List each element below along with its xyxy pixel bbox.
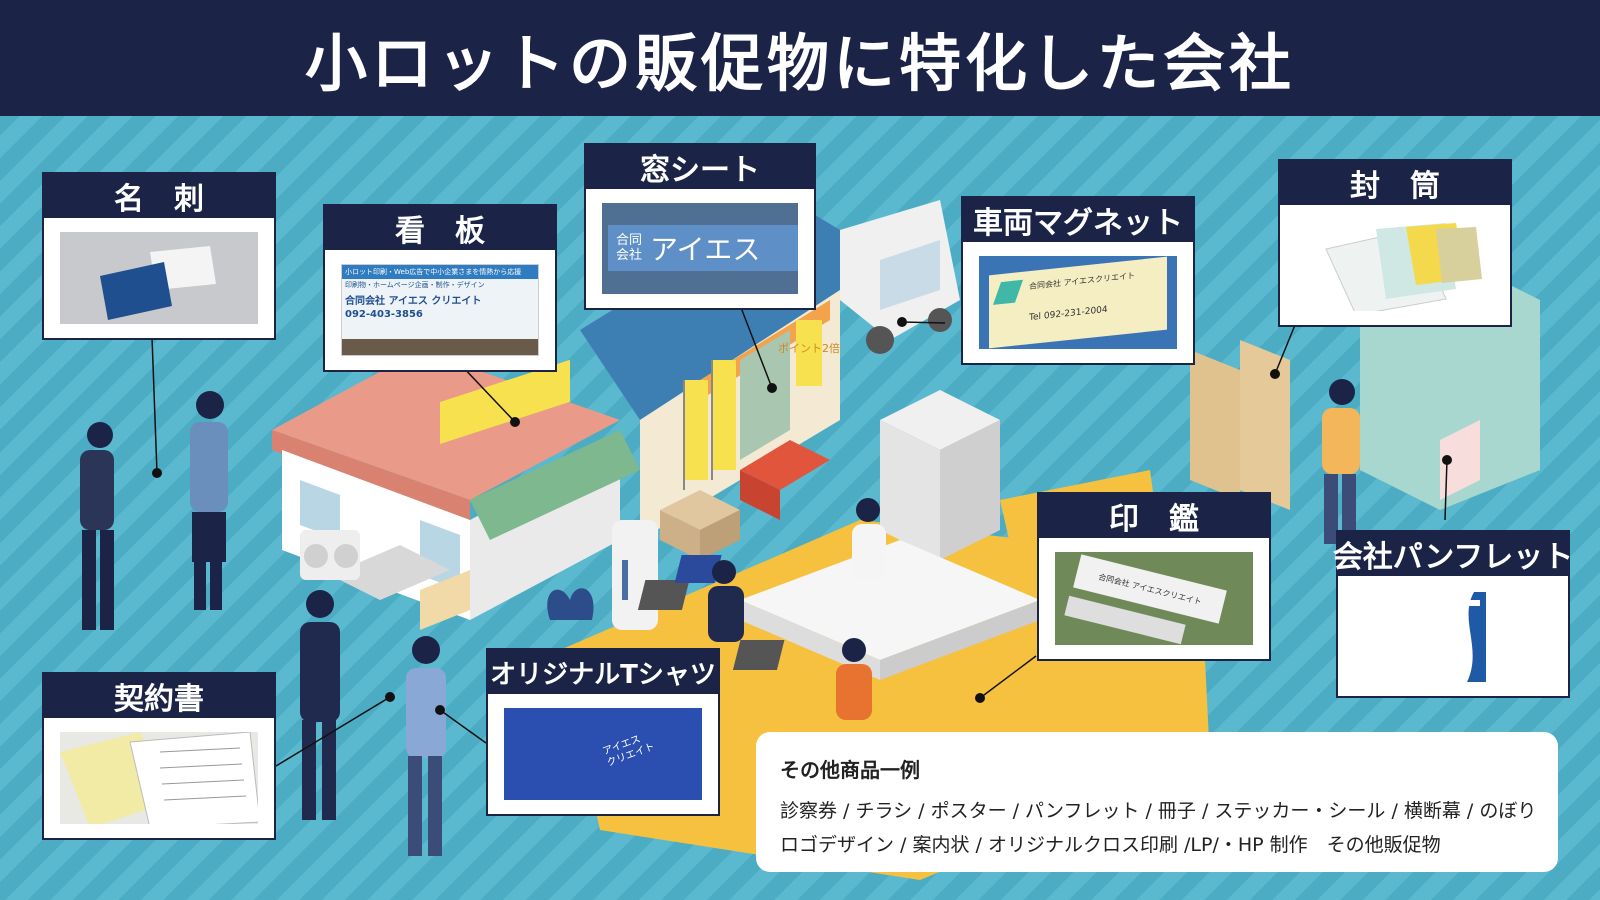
title-bar: 小ロットの販促物に特化した会社 [0,0,1600,116]
card-label: オリジナルTシャツ [488,650,718,694]
pamphlet-photo [1354,590,1552,682]
magnet-tel: Tel 092-231-2004 [1029,304,1108,324]
card-label: 名 刺 [44,174,274,218]
card-stamp: 印 鑑 合同会社 アイエスクリエイト [1037,492,1271,661]
van [840,200,960,354]
card-contract: 契約書 [42,672,276,840]
card-envelope: 封 筒 [1278,159,1512,327]
waiting-chairs [740,440,830,520]
card-label: 車両マグネット [963,198,1193,242]
connector-dots [152,317,1452,715]
card-window-sheet: 窓シート 合同 会社 アイエス [584,143,816,310]
card-label: 窓シート [586,145,814,189]
card-tshirt: オリジナルTシャツ アイエス クリエイト [486,648,720,816]
card-label: 封 筒 [1280,161,1510,205]
office-illustration: ポイント2倍 [80,200,1540,880]
card-label: 印 鑑 [1039,494,1269,538]
card-vehicle-magnet: 車両マグネット 合同会社 アイエスクリエイト Tel 092-231-2004 [961,196,1195,365]
tshirt-print-text: アイエス クリエイト [601,733,657,769]
other-products-box: その他商品一例 診察券 / チラシ / ポスター / パンフレット / 冊子 /… [756,732,1558,872]
card-label: 看 板 [325,206,555,250]
window-sheet-photo: 合同 会社 アイエス [602,203,798,294]
people-pamphlet [1322,379,1360,544]
page-title: 小ロットの販促物に特化した会社 [304,27,1295,100]
card-label: 会社パンフレット [1333,532,1573,576]
window-sheet-large-text: アイエス [650,233,761,266]
office-desks [637,540,1040,680]
people-handshake-left [80,391,228,630]
connector-lines [151,304,1448,767]
card-signboard: 看 板 小ロット印刷・Web広告で中小企業さまを情熱から応援 印刷物・ホームペー… [323,204,557,372]
people-contract [300,590,446,856]
card-label: 契約書 [44,674,274,718]
cabinet [880,390,1000,560]
plant [547,588,594,620]
nobori-flags [683,360,736,490]
shop-building [272,350,640,630]
signboard-photo: 小ロット印刷・Web広告で中小企業さまを情熱から応援 印刷物・ホームページ企画・… [341,264,539,356]
sign-line2: 印刷物・ホームページ企画・制作・デザイン [345,281,485,289]
magnet-company: 合同会社 アイエスクリエイト [1029,271,1136,292]
logo-mark [992,279,1024,305]
sign-company: 合同会社 アイエス クリエイト [345,296,482,307]
shop-front [342,339,538,355]
other-products-line2: ロゴデザイン / 案内状 / オリジナルクロス印刷 /LP/・HP 制作 その他… [780,834,1441,856]
boxes [660,490,740,560]
other-products-line1: 診察券 / チラシ / ポスター / パンフレット / 冊子 / ステッカー・シ… [780,800,1537,822]
envelope-photo [1296,219,1494,311]
banner-text: ポイント2倍 [778,341,840,355]
people-office [708,498,886,720]
card-business-card: 名 刺 [42,172,276,340]
stamp-photo: 合同会社 アイエスクリエイト [1055,552,1253,645]
other-products-title: その他商品一例 [780,758,920,782]
sign-line1: 小ロット印刷・Web広告で中小企業さまを情熱から応援 [342,265,538,279]
contract-photo [60,732,258,824]
window-sheet-small-text: 合同 会社 [616,233,643,263]
vehicle-magnet-photo: 合同会社 アイエスクリエイト Tel 092-231-2004 [979,256,1177,349]
tshirt-photo: アイエス クリエイト [504,708,702,800]
scene-envelopes [1190,340,1290,510]
business-card-photo [60,232,258,324]
sign-phone: 092-403-3856 [345,309,423,320]
card-pamphlet: 会社パンフレット [1333,530,1573,698]
water-server [612,520,658,630]
